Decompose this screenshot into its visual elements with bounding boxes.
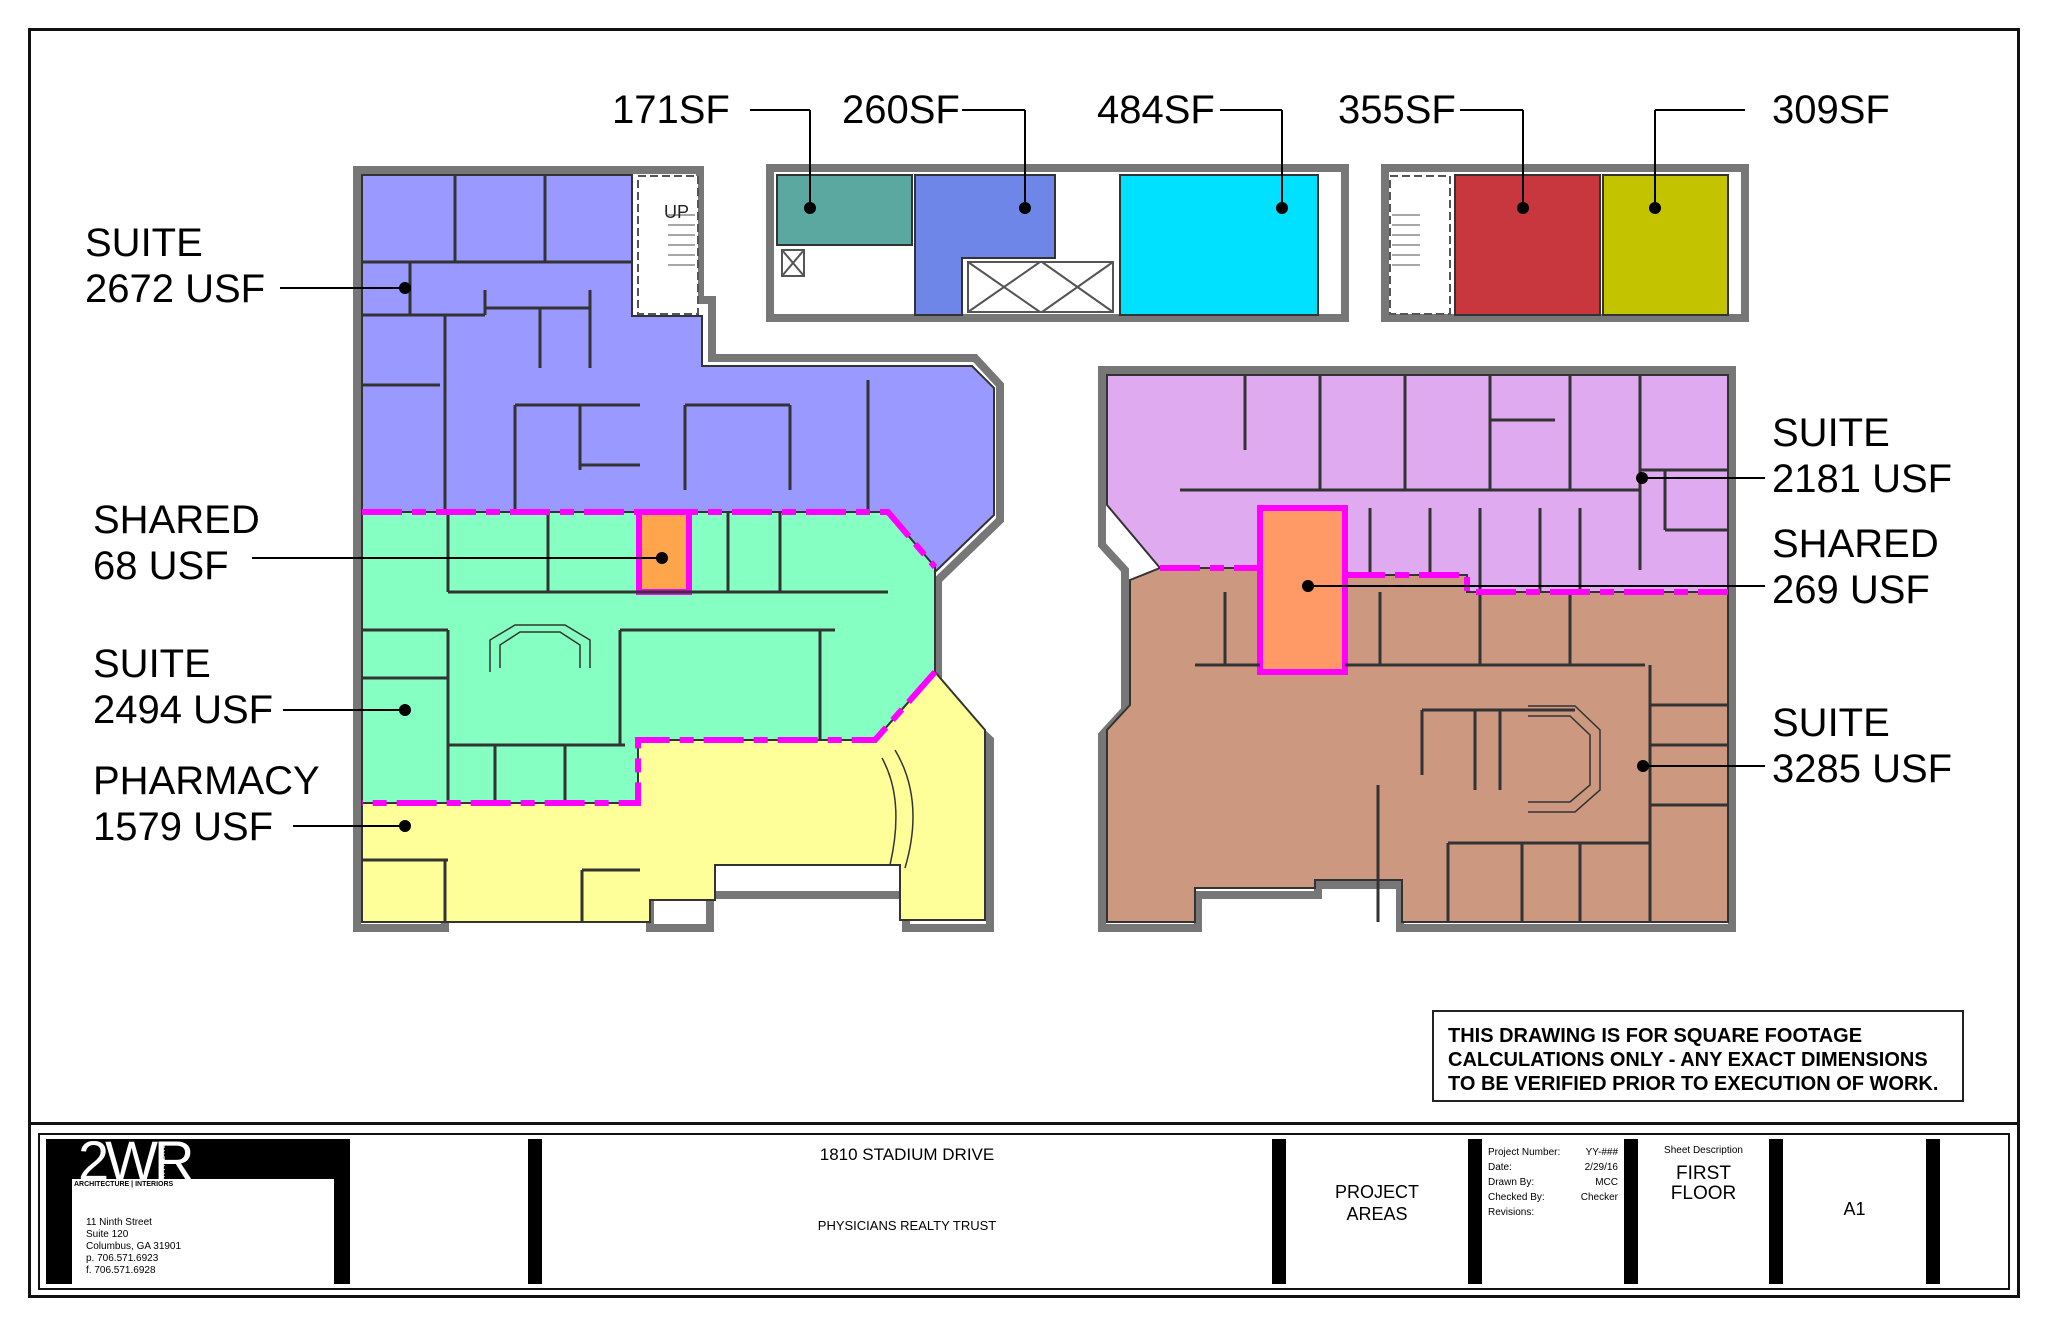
area-shared-269[interactable] [1257, 505, 1348, 675]
title-divider [1769, 1139, 1783, 1284]
drawing-sheet-frame [28, 28, 2020, 1298]
label-suite-2672: SUITE 2672 USF [85, 221, 266, 311]
info-row: Checked By:Checker [1488, 1192, 1618, 1203]
area-309sf[interactable] [1602, 174, 1729, 316]
sheet-title: PROJECT AREAS [1334, 1182, 1419, 1224]
area-shared-68[interactable] [636, 509, 692, 595]
project-address: 1810 STADIUM DRIVE [819, 1145, 995, 1164]
info-row: Project Number:YY-### [1488, 1147, 1618, 1158]
area-suite-3285[interactable] [1106, 567, 1729, 923]
info-row: Date:2/29/16 [1488, 1162, 1618, 1173]
title-divider [528, 1139, 542, 1284]
reception-counters [489, 624, 1601, 869]
title-divider [1272, 1139, 1286, 1284]
area-484sf[interactable] [1119, 174, 1319, 316]
firm-address-panel: ARCHITECTURE | INTERIORS 11 Ninth Street… [72, 1179, 334, 1284]
area-355sf[interactable] [1454, 174, 1601, 316]
firm-tagline: ARCHITECTURE | INTERIORS [74, 1181, 174, 1188]
firm-logo-block: 2WR PARTNERS ARCHITECTURE | INTERIORS 11… [46, 1133, 350, 1284]
info-row: Revisions: [1488, 1207, 1535, 1218]
disclaimer-note: THIS DRAWING IS FOR SQUARE FOOTAGE CALCU… [1432, 1010, 1964, 1102]
label-shared-68: SHARED 68 USF [93, 498, 260, 588]
label-suite-2181: SUITE 2181 USF [1772, 411, 1953, 501]
title-block: 2WR PARTNERS ARCHITECTURE | INTERIORS 11… [28, 1122, 2020, 1298]
project-info: Project Number:YY-### Date:2/29/16 Drawn… [1488, 1145, 1618, 1220]
stair-up-label: UP [664, 202, 689, 222]
label-shared-269: SHARED 269 USF [1772, 522, 1939, 612]
leader-lines [252, 109, 1765, 827]
info-row: Drawn By:MCC [1488, 1177, 1618, 1188]
sheet-description: Sheet Description FIRST FLOOR [1664, 1145, 1743, 1204]
firm-address: 11 Ninth Street Suite 120 Columbus, GA 3… [86, 1217, 182, 1276]
interior-walls [362, 175, 1728, 922]
area-marker-dots [399, 202, 1661, 832]
label-309sf: 309SF [1772, 88, 1890, 132]
sheet-number: A1 [1843, 1199, 1866, 1219]
label-484sf: 484SF [1097, 88, 1215, 132]
area-171sf[interactable] [776, 174, 913, 246]
area-suite-2181[interactable] [1106, 374, 1729, 593]
label-suite-3285: SUITE 3285 USF [1772, 701, 1953, 791]
project-client: PHYSICIANS REALTY TRUST [817, 1218, 997, 1233]
title-block-inner: 2WR PARTNERS ARCHITECTURE | INTERIORS 11… [38, 1133, 2010, 1290]
label-suite-2494: SUITE 2494 USF [93, 642, 274, 732]
title-divider [1624, 1139, 1638, 1284]
suite-boundaries [362, 509, 1728, 806]
label-355sf: 355SF [1338, 88, 1456, 132]
label-260sf: 260SF [842, 88, 960, 132]
stair-treads [668, 214, 1420, 266]
title-divider [1926, 1139, 1940, 1284]
label-171sf: 171SF [612, 88, 730, 132]
title-divider [1468, 1139, 1482, 1284]
label-pharmacy: PHARMACY 1579 USF [93, 759, 320, 849]
